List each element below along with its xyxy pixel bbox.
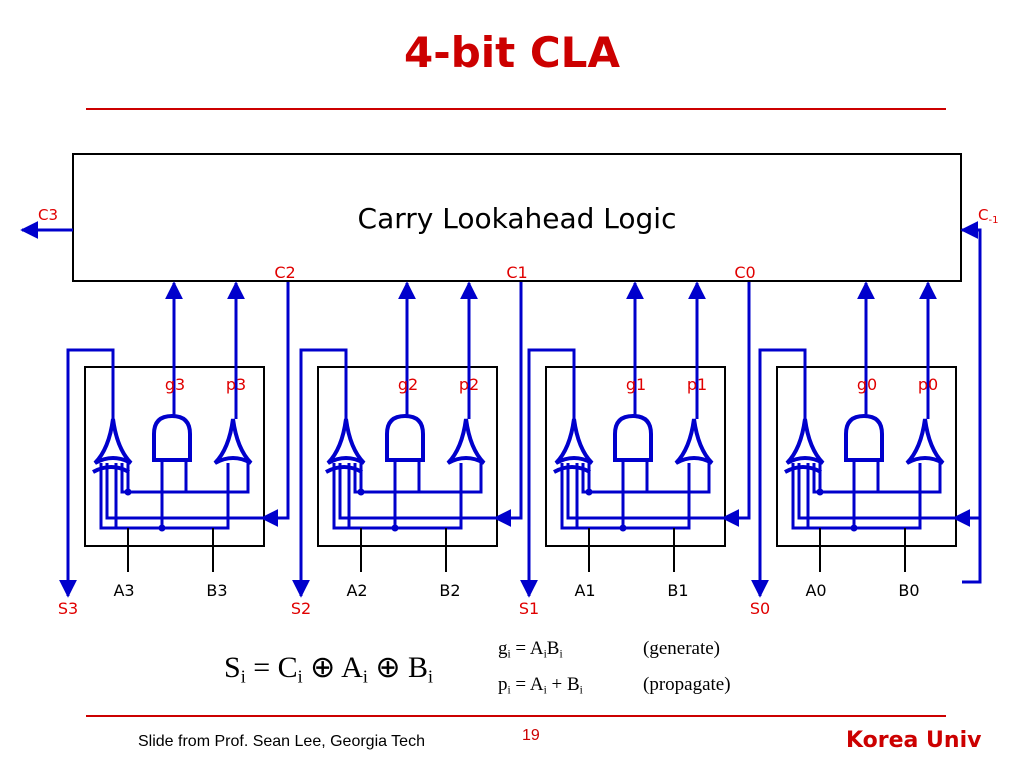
sum-label: S0 (750, 599, 770, 618)
xor-gate-extra-arc (784, 465, 822, 474)
or-gate (446, 417, 486, 465)
b-label: B1 (667, 581, 688, 600)
and-gate (152, 414, 192, 462)
cla-block-label: Carry Lookahead Logic (358, 202, 677, 235)
carry-wire (721, 282, 751, 527)
title-divider (86, 108, 946, 110)
junction-dot (850, 524, 858, 532)
carry-in-label: C-1 (978, 206, 998, 226)
g-label: g2 (398, 375, 418, 394)
g-label: g1 (626, 375, 646, 394)
g-label: g0 (857, 375, 877, 394)
or-gate (674, 417, 714, 465)
a-label: A2 (346, 581, 367, 600)
xor-gate (326, 417, 366, 465)
and-gate (613, 414, 653, 462)
p-label: p1 (687, 375, 707, 394)
page-number: 19 (522, 727, 540, 744)
generate-note: (generate) (643, 638, 720, 659)
carry-label: C0 (734, 263, 755, 282)
junction-dot (816, 488, 824, 496)
carry-wire (493, 282, 523, 527)
propagate-equation: pi = Ai + Bi (498, 674, 583, 697)
sum-wire (59, 348, 115, 598)
sum-label: S2 (291, 599, 311, 618)
propagate-note: (propagate) (643, 674, 731, 695)
xor-gate (93, 417, 133, 465)
junction-dot (391, 524, 399, 532)
carry-out-label: C3 (38, 206, 58, 224)
slide-title: 4-bit CLA (404, 28, 620, 77)
carry-wire (952, 282, 982, 527)
junction-dot (619, 524, 627, 532)
sum-label: S1 (519, 599, 539, 618)
cla-block (72, 153, 962, 282)
xor-gate-extra-arc (325, 465, 363, 474)
sum-wire (751, 348, 807, 598)
xor-gate (785, 417, 825, 465)
and-gate (844, 414, 884, 462)
carry-in-wire (960, 221, 982, 584)
p-label: p2 (459, 375, 479, 394)
b-label: B2 (439, 581, 460, 600)
or-gate (905, 417, 945, 465)
p-label: p0 (918, 375, 938, 394)
junction-dot (357, 488, 365, 496)
sum-wire (292, 348, 348, 598)
brand-logo-text: Korea Univ (846, 728, 982, 753)
and-gate (385, 414, 425, 462)
a-label: A0 (805, 581, 826, 600)
sum-wire (520, 348, 576, 598)
carry-label: C1 (506, 263, 527, 282)
generate-equation: gi = AiBi (498, 638, 563, 661)
carry-label: C2 (274, 263, 295, 282)
p-label: p3 (226, 375, 246, 394)
g-label: g3 (165, 375, 185, 394)
carry-wire (260, 282, 290, 527)
footer-credit: Slide from Prof. Sean Lee, Georgia Tech (138, 733, 425, 750)
a-label: A1 (574, 581, 595, 600)
junction-dot (585, 488, 593, 496)
xor-gate-extra-arc (92, 465, 130, 474)
sum-equation: Si = Ci ⊕ Ai ⊕ Bi (224, 651, 434, 687)
footer-divider (86, 715, 946, 717)
xor-gate-extra-arc (553, 465, 591, 474)
junction-dot (124, 488, 132, 496)
a-label: A3 (113, 581, 134, 600)
or-gate (213, 417, 253, 465)
b-label: B3 (206, 581, 227, 600)
b-label: B0 (898, 581, 919, 600)
xor-gate (554, 417, 594, 465)
junction-dot (158, 524, 166, 532)
sum-label: S3 (58, 599, 78, 618)
